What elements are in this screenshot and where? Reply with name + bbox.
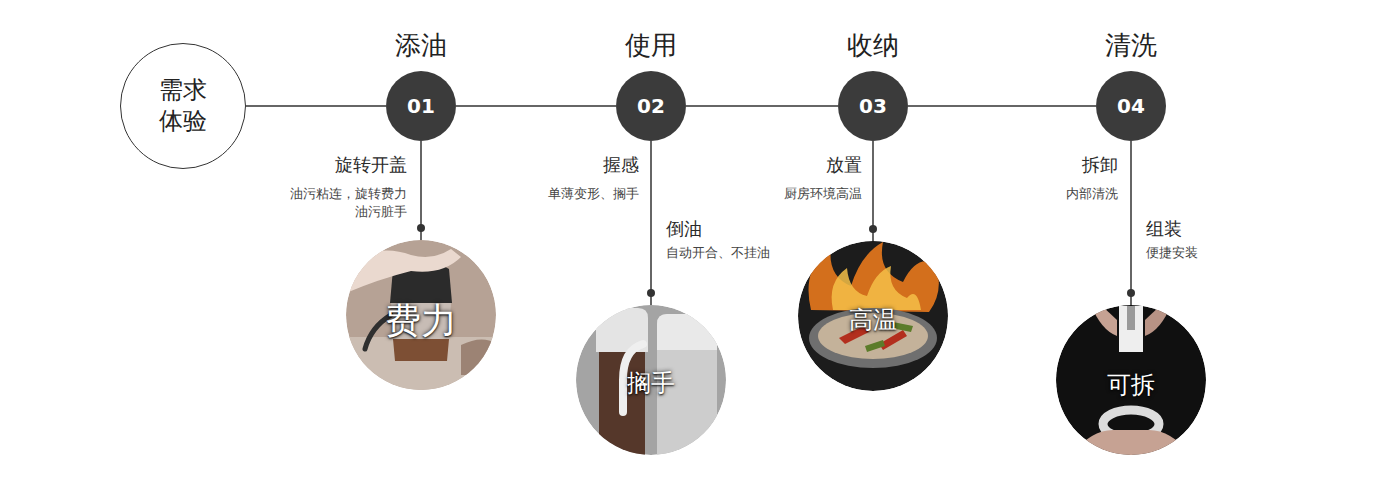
photo-ground [346, 240, 496, 390]
aspect-title: 握感 [479, 154, 639, 176]
photo-detail [596, 308, 648, 352]
timeline-line [686, 105, 838, 107]
photo-detail [865, 340, 885, 352]
photo-detail [879, 330, 907, 350]
leader-dot [869, 225, 877, 233]
photo-detail [1103, 410, 1159, 438]
aspect-note: 单薄变形、搁手 [479, 185, 639, 203]
photo-illustration [1056, 305, 1206, 455]
timeline-line [456, 105, 616, 107]
photo-detail [1091, 305, 1117, 336]
leader-dot [417, 224, 425, 232]
leader-dot [647, 289, 655, 297]
aspect-note: 厨房环境高温 [702, 185, 862, 203]
photo-circle: 可拆 [1056, 305, 1206, 455]
photo-illustration [798, 241, 948, 391]
photo-ground [576, 305, 726, 455]
step-circle: 添油01 [386, 71, 456, 141]
aspect-note: 便捷安装 [1146, 244, 1306, 262]
aspect-title: 组装 [1146, 218, 1306, 240]
step-circle: 使用02 [616, 71, 686, 141]
photo-detail [461, 339, 496, 375]
aspect-title: 放置 [702, 154, 862, 176]
photo-detail [623, 344, 643, 412]
photo-circle: 高温 [798, 241, 948, 391]
aspect-title: 旋转开盖 [247, 154, 407, 176]
stage-heading: 收纳 [847, 30, 899, 61]
photo-illustration [346, 240, 496, 390]
photo-detail [809, 242, 939, 312]
photo-detail [818, 313, 928, 359]
aspect-note: 内部清洗 [958, 185, 1118, 203]
photo-detail [390, 260, 452, 303]
hub-label: 需求 体验 [151, 75, 215, 137]
leader-dot [1127, 289, 1135, 297]
photo-detail [809, 308, 937, 368]
photo-detail [832, 266, 921, 310]
hub-circle: 需求 体验 [120, 43, 246, 169]
step-circle: 收纳03 [838, 71, 908, 141]
photo-detail [891, 322, 913, 332]
photo-detail [839, 326, 869, 344]
drop-line [1130, 141, 1132, 305]
photo-caption: 可拆 [1107, 371, 1155, 400]
aspect-title: 拆卸 [958, 154, 1118, 176]
aspect-note: 油污粘连，旋转费力 油污脏手 [267, 185, 407, 221]
photo-detail [657, 314, 717, 455]
drop-line [650, 141, 652, 305]
stage-heading: 清洗 [1105, 30, 1157, 61]
photo-detail [1071, 430, 1191, 455]
photo-caption: 搁手 [627, 369, 675, 398]
photo-ground [1056, 305, 1206, 455]
photo-detail [393, 339, 449, 361]
photo-detail [346, 337, 496, 390]
photo-detail [599, 352, 645, 455]
photo-illustration [576, 305, 726, 455]
stage-heading: 添油 [395, 30, 447, 61]
photo-detail [657, 314, 717, 350]
photo-ground [798, 241, 948, 391]
timeline-line [246, 105, 386, 107]
photo-detail [1145, 305, 1171, 336]
photo-detail [1119, 306, 1143, 352]
step-circle: 清洗04 [1096, 71, 1166, 141]
photo-detail [1127, 306, 1135, 330]
photo-detail [365, 315, 391, 349]
photo-caption: 费力 [385, 299, 457, 342]
photo-caption: 高温 [849, 306, 897, 335]
photo-circle: 费力 [346, 240, 496, 390]
aspect-note: 自动开合、不挂油 [666, 244, 826, 262]
stage-heading: 使用 [625, 30, 677, 61]
photo-circle: 搁手 [576, 305, 726, 455]
step-number: 04 [1117, 95, 1145, 117]
step-number: 03 [859, 95, 887, 117]
step-number: 01 [407, 95, 435, 117]
step-number: 02 [637, 95, 665, 117]
timeline-line [908, 105, 1096, 107]
photo-detail [391, 303, 451, 361]
aspect-title: 倒油 [666, 218, 826, 240]
photo-detail [346, 249, 461, 293]
